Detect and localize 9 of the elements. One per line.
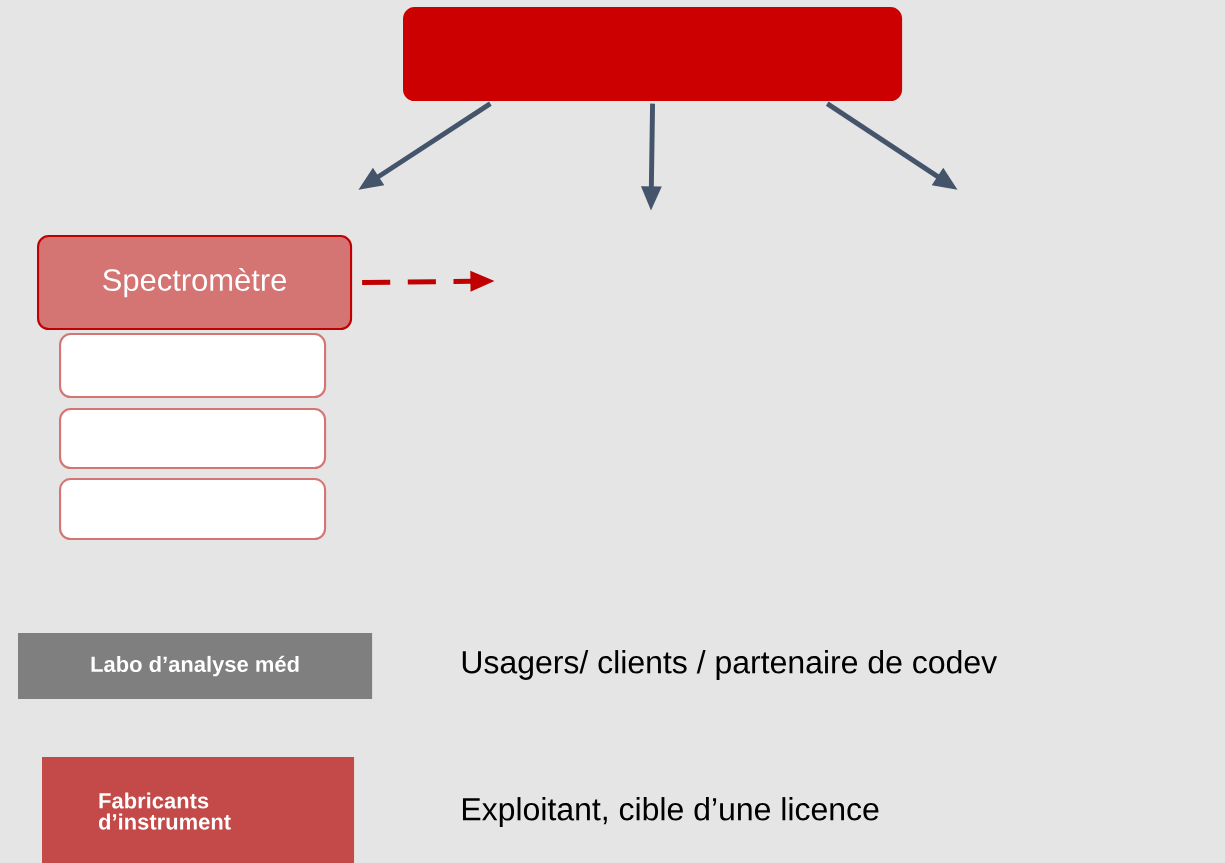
category-box: Labo d’analyse méd xyxy=(18,633,373,700)
empty-box xyxy=(59,333,327,399)
side-text: Usagers/ clients / partenaire de codev xyxy=(462,650,998,680)
process-box: Spectromètre xyxy=(37,235,353,331)
side-text: Exploitant, cible d’une licence xyxy=(463,797,879,827)
title-box xyxy=(403,7,903,102)
empty-box xyxy=(59,408,327,470)
category-box: Fabricants d’instrument xyxy=(42,757,355,863)
empty-box xyxy=(59,478,327,541)
